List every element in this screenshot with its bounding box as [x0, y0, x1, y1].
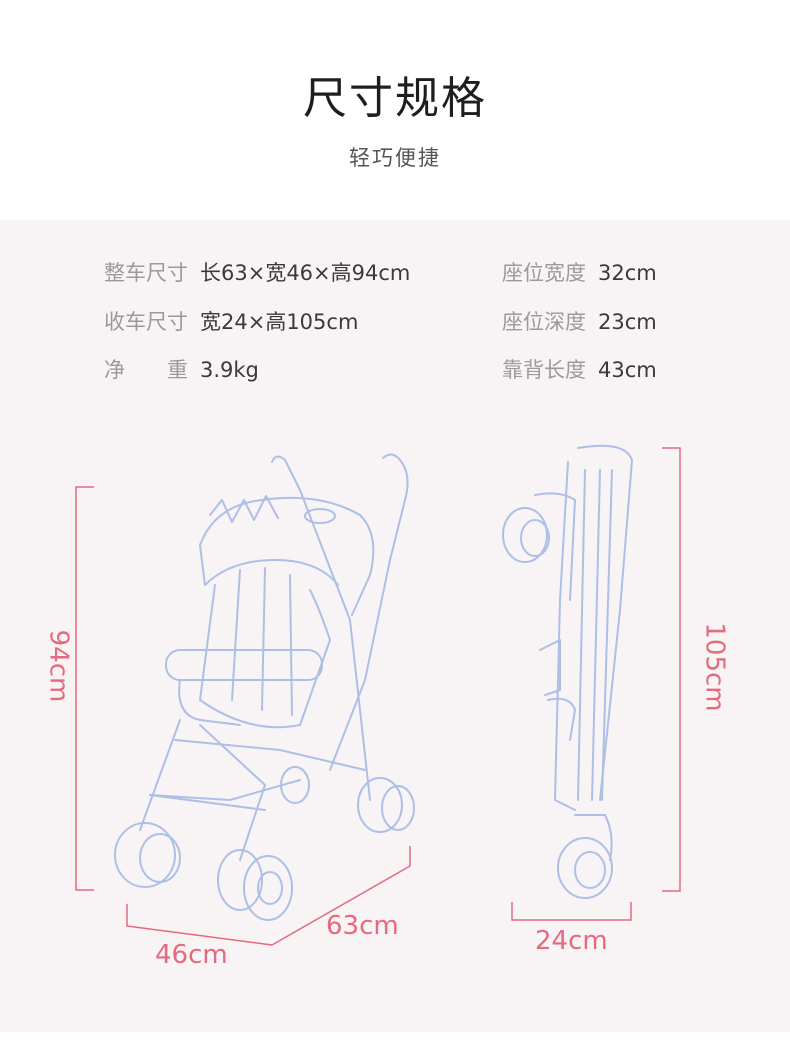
spec-row-seat-depth: 座位深度 23cm [502, 306, 657, 336]
header: 尺寸规格 轻巧便捷 [0, 0, 790, 220]
spec-value: 3.9kg [200, 358, 259, 382]
spec-label: 座位宽度 [502, 261, 586, 285]
page-subtitle: 轻巧便捷 [349, 146, 441, 170]
spec-row-weight: 净 重 3.9kg [104, 354, 259, 384]
dimension-depth-open: 63cm [326, 911, 399, 941]
spec-value: 长63×宽46×高94cm [200, 261, 411, 285]
spec-value: 23cm [598, 310, 657, 334]
spec-row-backrest-length: 靠背长度 43cm [502, 354, 657, 384]
spec-row-folded-size: 收车尺寸宽24×高105cm [104, 306, 358, 336]
spec-panel [0, 220, 790, 1032]
dimension-width-folded: 24cm [535, 926, 608, 956]
page-title: 尺寸规格 [303, 73, 487, 124]
spec-row-seat-width: 座位宽度 32cm [502, 257, 657, 287]
spec-value: 43cm [598, 358, 657, 382]
spec-label: 整车尺寸 [104, 261, 188, 285]
spec-label: 座位深度 [502, 310, 586, 334]
spec-value: 32cm [598, 261, 657, 285]
spec-label: 收车尺寸 [104, 310, 188, 334]
dimension-height-folded: 105cm [699, 622, 730, 712]
dimension-width-open: 46cm [155, 940, 228, 970]
spec-label: 靠背长度 [502, 358, 586, 382]
spec-label: 净 重 [104, 358, 188, 382]
dimension-height-open: 94cm [43, 629, 74, 703]
spec-row-size: 整车尺寸长63×宽46×高94cm [104, 257, 410, 287]
spec-value: 宽24×高105cm [200, 310, 359, 334]
